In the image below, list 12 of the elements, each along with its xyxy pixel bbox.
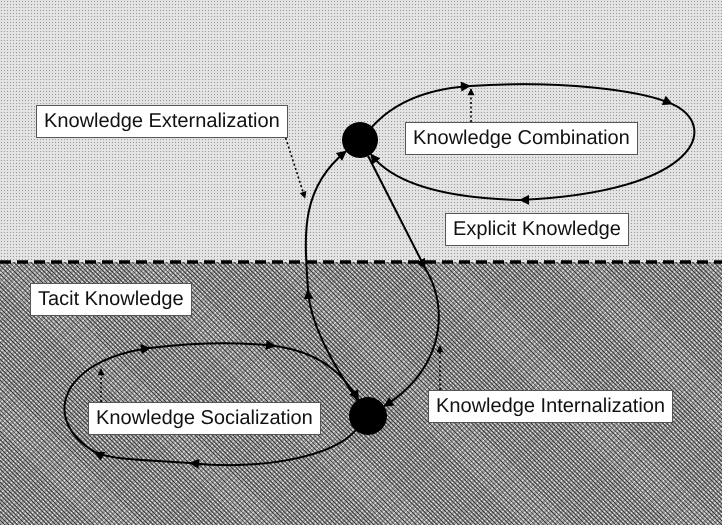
arrow [367, 156, 440, 407]
text-label-box: Knowledge Socialization [88, 402, 321, 435]
leader-line [468, 88, 474, 122]
text-label-box: Knowledge Internalization [428, 390, 674, 423]
loop-arrow [370, 82, 696, 205]
text-label-box: Knowledge Externalization [36, 105, 288, 138]
text-label-box: Knowledge Combination [405, 122, 638, 155]
leader-line [284, 138, 306, 199]
arrow [304, 150, 358, 401]
text-label-box: Tacit Knowledge [30, 283, 192, 316]
loop-arrow [63, 340, 360, 469]
text-label-box: Explicit Knowledge [445, 213, 629, 246]
